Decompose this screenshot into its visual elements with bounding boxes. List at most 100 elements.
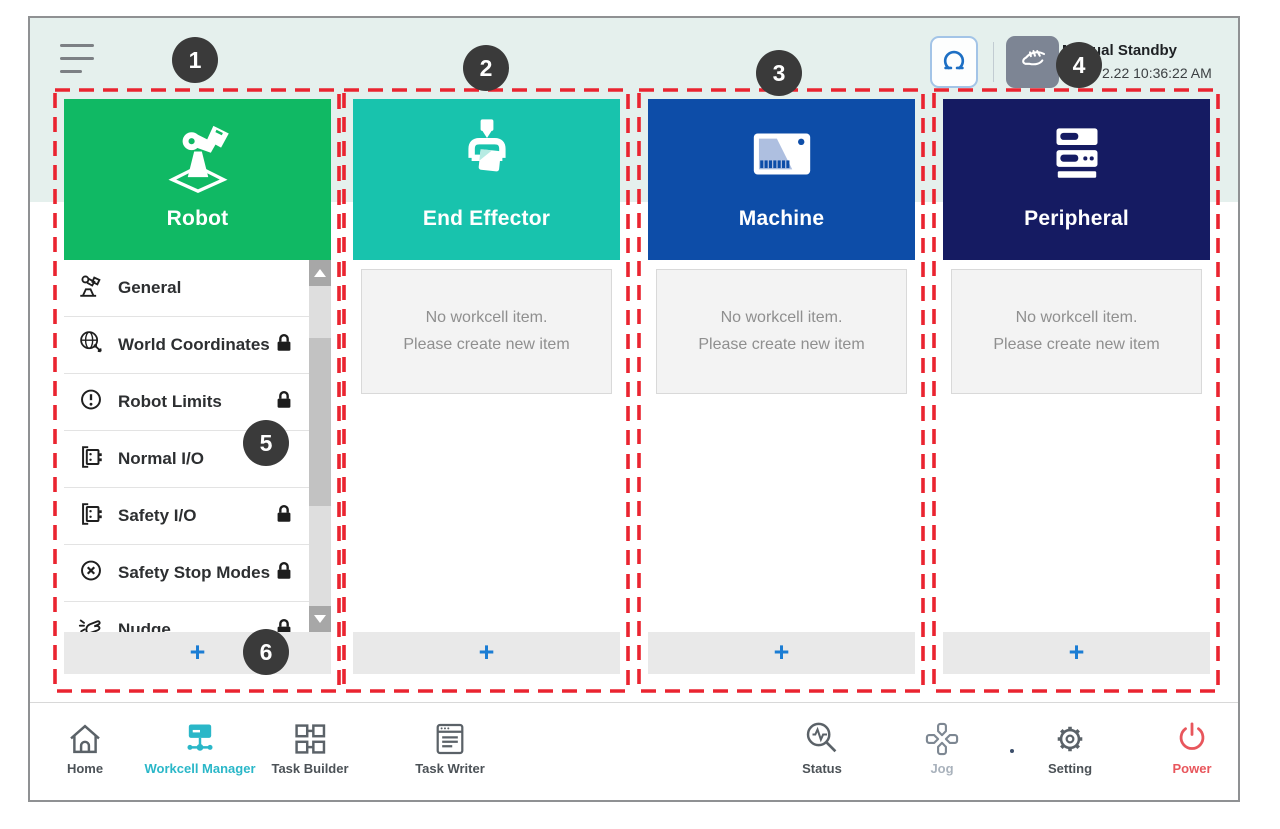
machine-icon <box>741 113 823 200</box>
task-writer-icon <box>395 718 505 760</box>
peripheral-icon <box>1036 113 1118 200</box>
safety-stop-icon <box>77 557 105 590</box>
status-timestamp: 2.22 10:36:22 AM <box>1102 65 1212 81</box>
nav-task-builder[interactable]: Task Builder <box>255 718 365 776</box>
nav-jog[interactable]: Jog <box>887 718 997 776</box>
machine-column-header[interactable]: Machine <box>648 99 915 260</box>
plus-icon: + <box>773 637 790 667</box>
callout-badge-4: 4 <box>1056 42 1102 88</box>
empty-state-line2: Please create new item <box>403 336 570 353</box>
column-title: End Effector <box>422 207 551 230</box>
menu-item-robot-limits[interactable]: Robot Limits <box>64 374 331 431</box>
plus-icon: + <box>189 637 206 667</box>
empty-state-line1: No workcell item. <box>720 309 843 326</box>
nav-label: Setting <box>1047 761 1093 776</box>
nudge-hand-icon <box>77 614 105 632</box>
column-title: Peripheral <box>1024 207 1129 230</box>
workcell-manager-icon <box>125 718 275 760</box>
end-effector-empty-state: No workcell item. Please create new item <box>361 269 612 394</box>
main-window: Manual Standby 2.22 10:36:22 AM Robot <box>28 16 1240 802</box>
plus-icon: + <box>1068 637 1085 667</box>
lock-icon <box>273 332 295 359</box>
menu-item-general[interactable]: General <box>64 260 331 317</box>
nav-setting[interactable]: Setting <box>1015 718 1125 776</box>
peripheral-empty-state: No workcell item. Please create new item <box>951 269 1202 394</box>
callout-badge-1: 1 <box>172 37 218 83</box>
callout-badge-2: 2 <box>463 45 509 91</box>
topbar-divider <box>993 42 994 82</box>
status-icon <box>767 718 877 760</box>
nav-label: Jog <box>930 761 954 776</box>
nav-label: Power <box>1172 761 1212 776</box>
menu-item-world-coordinates[interactable]: World Coordinates <box>64 317 331 374</box>
nav-dot-decoration <box>1010 749 1014 753</box>
menu-item-nudge[interactable]: Nudge <box>64 602 331 632</box>
nav-home[interactable]: Home <box>30 718 140 776</box>
hamburger-menu-icon[interactable] <box>60 42 96 74</box>
io-icon <box>77 443 105 476</box>
robot-column-header[interactable]: Robot <box>64 99 331 260</box>
lock-icon <box>273 560 295 587</box>
robot-menu-scrollbar[interactable] <box>309 260 331 632</box>
robot-arm-icon <box>157 113 239 200</box>
lock-icon <box>273 389 295 416</box>
robot-limits-icon <box>77 386 105 419</box>
add-machine-item-button[interactable]: + <box>648 632 915 674</box>
workcell-column-peripheral: Peripheral No workcell item. Please crea… <box>943 99 1210 674</box>
menu-item-label: Safety Stop Modes <box>118 563 271 582</box>
callout-badge-6: 6 <box>243 629 289 675</box>
empty-state-line2: Please create new item <box>698 336 865 353</box>
nav-separator <box>30 702 1238 703</box>
lock-icon <box>273 503 295 530</box>
home-icon <box>30 718 140 760</box>
peripheral-column-header[interactable]: Peripheral <box>943 99 1210 260</box>
nav-power[interactable]: Power <box>1137 718 1238 776</box>
workcell-column-machine: Machine No workcell item. Please create … <box>648 99 915 674</box>
scroll-up-button[interactable] <box>309 260 331 286</box>
io-icon <box>77 500 105 533</box>
end-effector-icon <box>446 113 528 200</box>
nav-workcell-manager[interactable]: Workcell Manager <box>125 718 275 776</box>
scrollbar-thumb[interactable] <box>309 338 331 506</box>
column-title: Robot <box>166 207 229 230</box>
setting-icon <box>1015 718 1125 760</box>
robot-menu-list: General World Coordinates <box>64 260 331 632</box>
add-robot-item-button[interactable]: + <box>64 632 331 674</box>
plus-icon: + <box>478 637 495 667</box>
empty-state-line1: No workcell item. <box>1015 309 1138 326</box>
power-icon <box>1137 718 1238 760</box>
menu-item-label: General <box>118 278 182 297</box>
menu-item-normal-io[interactable]: Normal I/O <box>64 431 331 488</box>
nav-label: Task Writer <box>415 761 485 776</box>
callout-badge-3: 3 <box>756 50 802 96</box>
workcell-column-end-effector: End Effector No workcell item. Please cr… <box>353 99 620 674</box>
end-effector-column-header[interactable]: End Effector <box>353 99 620 260</box>
add-end-effector-item-button[interactable]: + <box>353 632 620 674</box>
scroll-down-button[interactable] <box>309 606 331 632</box>
task-builder-icon <box>255 718 365 760</box>
nav-task-writer[interactable]: Task Writer <box>395 718 505 776</box>
machine-empty-state: No workcell item. Please create new item <box>656 269 907 394</box>
empty-state-line1: No workcell item. <box>425 309 548 326</box>
manual-mode-button[interactable] <box>1006 36 1059 88</box>
lock-icon <box>273 617 295 632</box>
menu-item-label: Safety I/O <box>118 506 197 525</box>
callout-badge-5: 5 <box>243 420 289 466</box>
nav-label: Status <box>802 761 842 776</box>
menu-item-safety-io[interactable]: Safety I/O <box>64 488 331 545</box>
menu-item-label: Nudge <box>118 620 171 632</box>
gripper-icon <box>939 45 969 80</box>
nav-label: Home <box>66 761 104 776</box>
nav-status[interactable]: Status <box>767 718 877 776</box>
menu-item-safety-stop-modes[interactable]: Safety Stop Modes <box>64 545 331 602</box>
workcell-column-robot: Robot General <box>64 99 331 674</box>
world-coordinates-icon <box>77 329 105 362</box>
robot-mode-button[interactable] <box>930 36 978 88</box>
robot-general-icon <box>77 272 105 305</box>
column-title: Machine <box>738 207 825 230</box>
add-peripheral-item-button[interactable]: + <box>943 632 1210 674</box>
nav-label: Task Builder <box>271 761 349 776</box>
menu-item-label: Robot Limits <box>118 392 222 411</box>
jog-icon <box>887 718 997 760</box>
menu-item-label: World Coordinates <box>118 335 270 354</box>
